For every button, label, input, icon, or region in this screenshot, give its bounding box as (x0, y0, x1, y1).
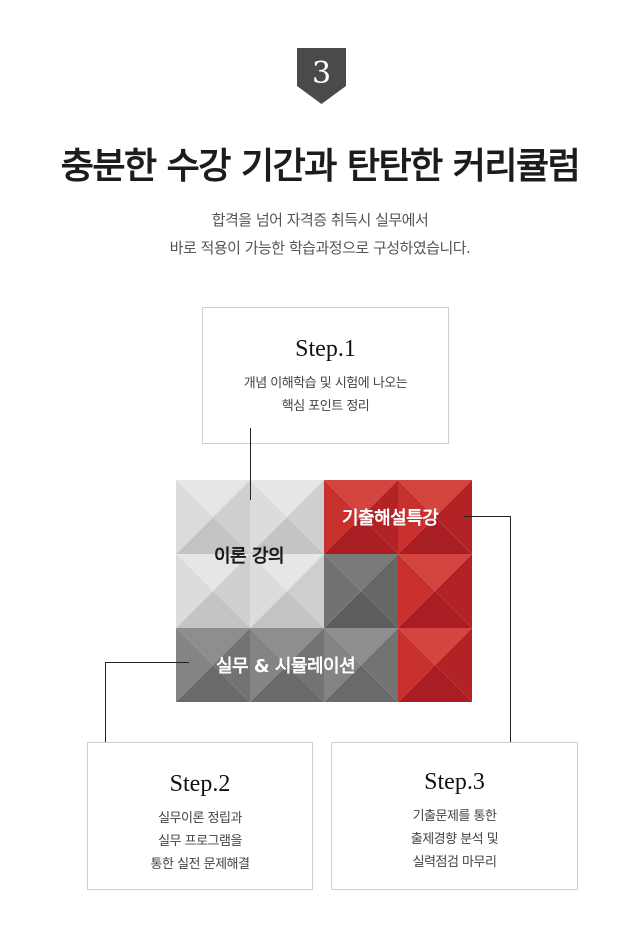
tile-facet (324, 480, 398, 517)
tile-facet (250, 517, 324, 554)
tile-facet (213, 480, 250, 554)
tile-facet (250, 591, 324, 628)
step-2-title: Step.2 (169, 771, 231, 797)
curriculum-grid: 이론 강의 기출해설특강 실무 & 시뮬레이션 (176, 480, 472, 702)
tile-facet (361, 554, 398, 628)
step-3-line-2: 출제경향 분석 및 (410, 832, 499, 847)
tile-facet (213, 554, 250, 628)
step-number-badge: 3 (297, 48, 346, 104)
tile-facet (324, 591, 398, 628)
tile-facet (435, 554, 472, 628)
step-3-description: 기출문제를 통한 출제경향 분석 및 실력점검 마무리 (332, 805, 577, 874)
tile-facet (176, 665, 250, 702)
step-1-title: Step.1 (295, 336, 356, 362)
step-1-line-1: 개념 이해학습 및 시험에 나오는 (243, 376, 408, 391)
connector-step3-vertical (510, 516, 511, 758)
tile-facet (176, 554, 250, 591)
tile-facet (398, 480, 435, 554)
tile-facet (287, 480, 324, 554)
shield-icon (297, 48, 346, 104)
tile-facet (324, 628, 398, 665)
step-3-title: Step.3 (424, 769, 485, 795)
tile-facet (435, 480, 472, 554)
step-3-line-3: 실력점검 마무리 (412, 855, 497, 870)
tile-facet (361, 628, 398, 702)
tile-facet (176, 480, 213, 554)
tile-facet (398, 554, 435, 628)
tile-facet (176, 517, 250, 554)
tile-facet (176, 554, 213, 628)
tile-facet (324, 554, 398, 591)
tile-facet (250, 480, 287, 554)
practice-simulation-label: 실무 & 시뮬레이션 (216, 656, 356, 677)
intro-line-1: 합격을 넘어 자격증 취득시 실무에서 (211, 211, 429, 229)
page-title: 충분한 수강 기간과 탄탄한 커리큘럼 (60, 146, 581, 187)
tile-facet (398, 591, 472, 628)
tile-facet (324, 480, 361, 554)
tile-facet (176, 480, 250, 517)
connector-step2-horizontal (105, 662, 189, 663)
tile-facet (287, 554, 324, 628)
tile-facet (324, 554, 361, 628)
step-1-card: Step.1 개념 이해학습 및 시험에 나오는 핵심 포인트 정리 (202, 307, 449, 444)
badge-number: 3 (311, 56, 332, 91)
tile-facet (398, 517, 472, 554)
step-2-description: 실무이론 정립과 실무 프로그램을 통한 실전 문제해결 (88, 807, 312, 876)
tile-facet (250, 665, 324, 702)
step-2-line-3: 통한 실전 문제해결 (150, 857, 250, 872)
tile-facet (250, 628, 287, 702)
tile-facet (398, 480, 472, 517)
tile-facet (250, 554, 324, 591)
step-2-line-1: 실무이론 정립과 (158, 811, 242, 826)
tile-facet (250, 554, 287, 628)
step-1-description: 개념 이해학습 및 시험에 나오는 핵심 포인트 정리 (203, 372, 448, 418)
tile-facet (176, 628, 250, 665)
tile-facet (398, 554, 472, 591)
tile-facet (398, 628, 472, 665)
tile-facet (213, 628, 250, 702)
tile-facet (398, 665, 472, 702)
tile-facet (250, 628, 324, 665)
tile-facet (176, 628, 213, 702)
step-2-card: Step.2 실무이론 정립과 실무 프로그램을 통한 실전 문제해결 (87, 742, 313, 890)
connector-step2-vertical (105, 662, 106, 770)
step-3-line-1: 기출문제를 통한 (412, 809, 497, 824)
tile-facet (361, 480, 398, 554)
tile-facet (398, 628, 435, 702)
step-3-card: Step.3 기출문제를 통한 출제경향 분석 및 실력점검 마무리 (331, 742, 578, 890)
intro-text: 합격을 넘어 자격증 취득시 실무에서 바로 적용이 가능한 학습과정으로 구성… (0, 206, 640, 262)
connector-step1-vertical (250, 428, 251, 500)
tile-facet (176, 591, 250, 628)
tile-facet (324, 517, 398, 554)
theory-lecture-label: 이론 강의 (214, 546, 285, 567)
exam-lecture-label: 기출해설특강 (342, 508, 439, 529)
tile-facet (324, 628, 361, 702)
tile-facet (250, 480, 324, 517)
step-2-line-2: 실무 프로그램을 (158, 834, 242, 849)
intro-line-2: 바로 적용이 가능한 학습과정으로 구성하였습니다. (169, 239, 471, 257)
pyramid-tile-grid (176, 480, 472, 702)
step-1-line-2: 핵심 포인트 정리 (281, 399, 370, 414)
tile-facet (287, 628, 324, 702)
connector-step3-horizontal (464, 516, 511, 517)
tile-facet (324, 665, 398, 702)
tile-facet (435, 628, 472, 702)
